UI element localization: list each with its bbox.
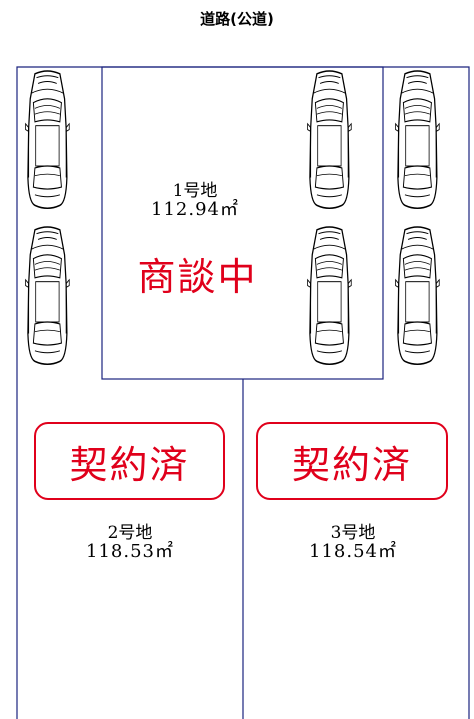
lot-1-area: 112.94㎡: [151, 198, 239, 220]
car-icon: [306, 70, 353, 210]
car-icon: [394, 226, 441, 366]
car-icon: [394, 70, 441, 210]
lot-2-name: 2号地: [107, 523, 153, 543]
lot-boundaries: [16, 66, 470, 719]
lot-1-name: 1号地: [172, 181, 218, 201]
lot-2-status: 契約済: [69, 442, 190, 487]
car-icon: [306, 226, 353, 366]
lot-2-status-stamp: 契約済: [34, 422, 225, 500]
road-label: 道路(公道): [200, 10, 274, 28]
car-icon: [24, 70, 71, 210]
lot-3-status: 契約済: [291, 442, 412, 487]
lot-3-name: 3号地: [330, 523, 376, 543]
lot-1-label: 1号地 112.94㎡: [135, 181, 255, 220]
lot-2-area: 118.53㎡: [86, 540, 174, 562]
lot-3-label: 3号地 118.54㎡: [278, 523, 428, 562]
car-icon: [24, 226, 71, 366]
lot-1-status: 商談中: [137, 255, 258, 299]
lot-3-status-stamp: 契約済: [256, 422, 448, 500]
lot-2-label: 2号地 118.53㎡: [55, 523, 205, 562]
lot-3-area: 118.54㎡: [309, 540, 397, 562]
